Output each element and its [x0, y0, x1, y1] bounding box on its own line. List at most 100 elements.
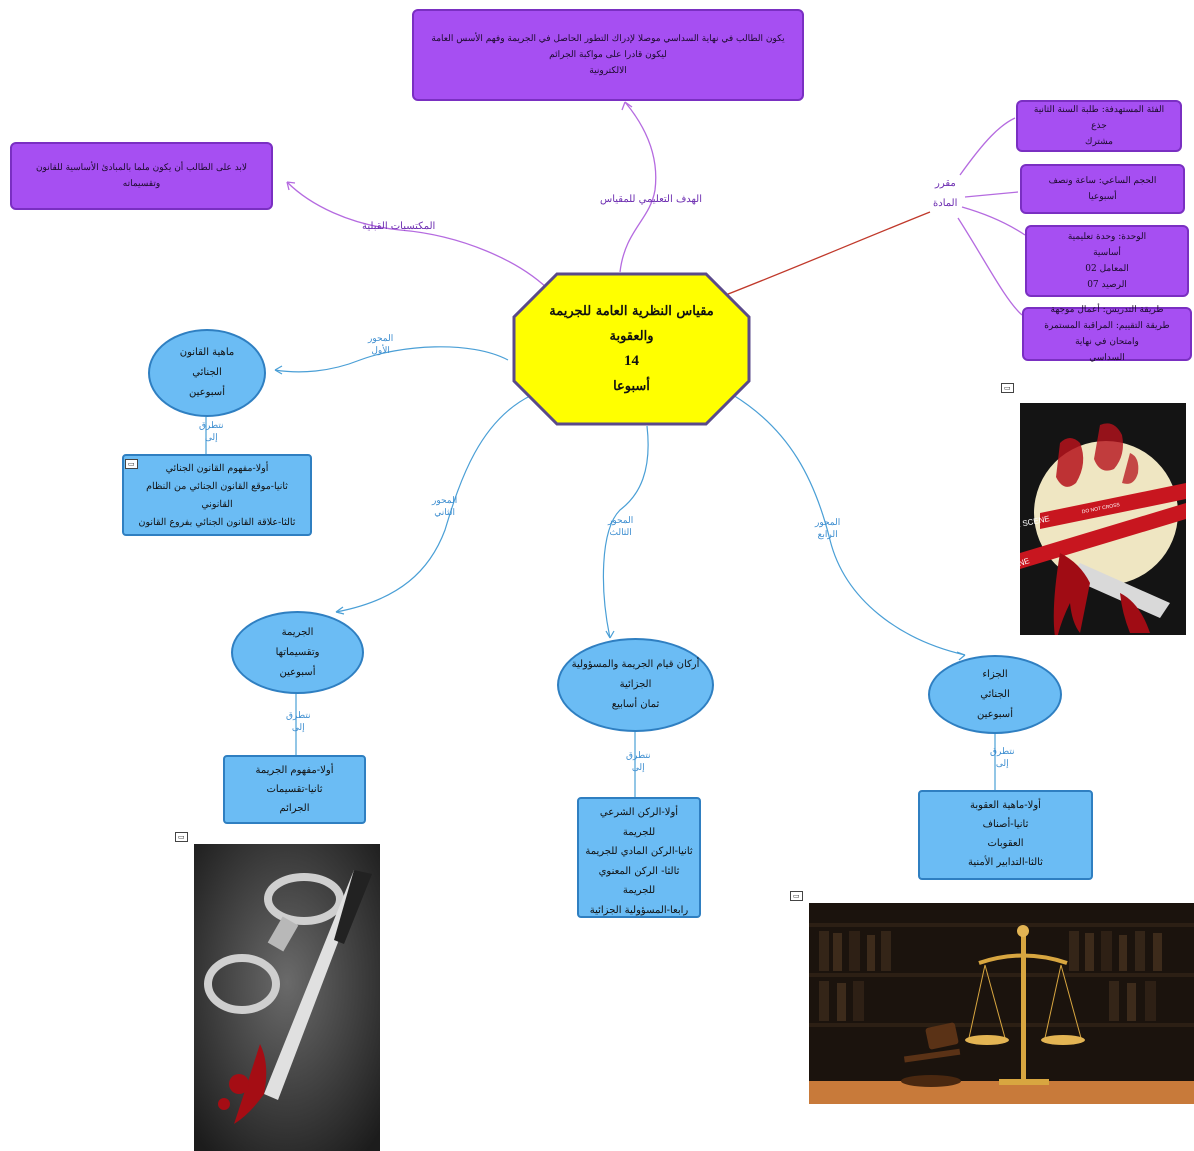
axis2-label-line1: المحور [432, 496, 458, 506]
course-box-target[interactable]: الفئة المستهدفة: طلبة السنة الثانية جذع … [1016, 100, 1182, 152]
axis1-oval-line3: أسبوعين [189, 387, 225, 398]
axis4-item-2b: العقوبات [987, 838, 1024, 849]
handcuffs-knife-illustration [194, 844, 380, 1151]
course-box-target-line1: الفئة المستهدفة: طلبة السنة الثانية جذع [1033, 105, 1165, 131]
axis3-item-1: أولا-الركن الشرعي [599, 807, 679, 818]
axis2-label-line2: الثاني [434, 508, 455, 518]
axis1-item-1: أولا-مفهوم القانون الجنائي [165, 463, 269, 474]
goal-text-line2: الالكترونية [589, 66, 627, 76]
center-weeks-label: أسبوعا [613, 379, 650, 394]
course-box-unit[interactable]: الوحدة: وحدة تعليمية أساسية المعامل 02 ا… [1025, 225, 1189, 297]
axis1-item-2b: القانوني [201, 499, 233, 510]
axis3-link-label: نتطرق إلى [626, 750, 651, 774]
axis2-link-label: نتطرق إلى [286, 710, 311, 734]
axis3-link-line2: إلى [631, 763, 645, 773]
axis3-label-line2: الثالث [609, 528, 632, 538]
handcuffs-knife-image[interactable] [194, 844, 380, 1151]
axis4-item-2: ثانيا-أصناف [982, 819, 1029, 830]
axis2-content-box[interactable]: أولا-مفهوم الجريمة ثانيا-تقسيمات الجرائم [223, 755, 366, 824]
course-box-hours[interactable]: الحجم الساعي: ساعة ونصف أسبوعيا [1020, 164, 1185, 214]
axis1-link-line2: إلى [204, 433, 218, 443]
axis2-oval[interactable]: الجريمة وتقسيماتها أسبوعين [231, 611, 364, 694]
axis4-label-line2: الرابع [817, 530, 838, 540]
axis4-label-line1: المحور [815, 518, 841, 528]
prereq-label: المكتسبات القبلية [362, 221, 436, 232]
axis1-oval[interactable]: ماهية القانون الجنائي أسبوعين [148, 329, 266, 417]
axis4-oval-line2: الجنائي [980, 688, 1010, 700]
axis4-link-line2: إلى [995, 759, 1009, 769]
prereq-box[interactable]: لابد على الطالب أن يكون ملما بالمبادئ ال… [10, 142, 273, 210]
axis3-item-3: ثالثا- الركن المعنوي [598, 865, 680, 877]
axis3-item-3b: للجريمة [622, 885, 656, 896]
axis2-item-1: أولا-مفهوم الجريمة [255, 765, 334, 776]
axis3-label-line1: المحور [608, 516, 634, 526]
course-box-unit-line3: المعامل 02 [1085, 264, 1129, 274]
axis2-oval-line1: الجريمة [281, 626, 314, 638]
axis3-oval-line1: أركان قيام الجريمة والمسؤولية [571, 659, 700, 670]
axis4-item-1: أولا-ماهية العقوبة [970, 800, 1041, 811]
course-box-unit-line1: الوحدة: وحدة تعليمية [1067, 232, 1147, 242]
goal-label: الهدف التعليمي للمقياس [600, 194, 702, 205]
axis1-label-line2: الأول [371, 346, 390, 356]
axis3-oval-line2: الجزائية [619, 679, 652, 690]
crime-scene-illustration: CRIME SCENE DO NOT CROSS CRIME SCENE [1020, 403, 1186, 635]
axis4-oval-line1: الجزاء [982, 668, 1008, 680]
goal-box[interactable]: يكون الطالب في نهاية السداسي موصلا لإدرا… [412, 9, 804, 101]
axis3-item-2: ثانيا-الركن المادي للجريمة [585, 846, 693, 857]
axis3-oval-line3: ثمان أسابيع [611, 699, 660, 710]
axis3-label: المحور الثالث [608, 515, 633, 539]
crime-scene-image[interactable]: CRIME SCENE DO NOT CROSS CRIME SCENE [1020, 403, 1186, 635]
axis1-label: المحور الأول [368, 333, 393, 357]
course-box-unit-line2: أساسية [1093, 248, 1121, 258]
course-box-method[interactable]: طريقة التدريس: أعمال موجهة طريقة التقييم… [1022, 305, 1192, 363]
axis3-item-1b: للجريمة [622, 826, 656, 838]
axis2-link-line2: إلى [291, 723, 305, 733]
knife-image-tag[interactable]: ▭ [175, 832, 188, 842]
axis4-link-label: نتطرق إلى [990, 746, 1015, 770]
axis1-attachment-icon[interactable]: ▭ [125, 459, 138, 469]
course-box-hours-line2: أسبوعيا [1088, 192, 1117, 202]
axis4-content-box[interactable]: أولا-ماهية العقوبة ثانيا-أصناف العقوبات … [918, 790, 1093, 880]
axis1-oval-line2: الجنائي [192, 367, 222, 378]
axis2-item-2: ثانيا-تقسيمات [266, 784, 323, 795]
axis4-label: المحور الرابع [815, 517, 840, 541]
crime-scene-image-tag[interactable]: ▭ [1001, 383, 1014, 393]
axis3-link-line1: نتطرق [626, 751, 651, 761]
axis4-link-line1: نتطرق [990, 747, 1015, 757]
course-label-1: مقرر [935, 178, 956, 189]
axis1-item-3: ثالثا-علاقة القانون الجنائي بفروع القانو… [138, 517, 296, 528]
axis2-oval-line3: أسبوعين [279, 666, 316, 678]
course-label-2: المادة [933, 198, 958, 209]
course-box-target-line2: مشترك [1085, 137, 1113, 147]
prereq-text-line1: لابد على الطالب أن يكون ملما بالمبادئ ال… [35, 163, 248, 173]
axis4-oval[interactable]: الجزاء الجنائي أسبوعين [928, 655, 1062, 734]
axis1-link-label: نتطرق إلى [199, 420, 224, 444]
axis1-oval-line1: ماهية القانون [179, 347, 235, 358]
axis1-label-line1: المحور [368, 334, 394, 344]
axis2-item-2b: الجرائم [279, 803, 310, 814]
axis3-item-4: رابعا-المسؤولية الجزائية [589, 904, 689, 916]
axis3-content-box[interactable]: أولا-الركن الشرعي للجريمة ثانيا-الركن ال… [577, 797, 701, 918]
goal-text-line1: يكون الطالب في نهاية السداسي موصلا لإدرا… [431, 34, 785, 60]
center-weeks-number: 14 [624, 353, 639, 369]
axis2-label: المحور الثاني [432, 495, 457, 519]
justice-image-tag[interactable]: ▭ [790, 891, 803, 901]
axis2-link-line1: نتطرق [286, 711, 311, 721]
axis1-content-box[interactable]: أولا-مفهوم القانون الجنائي ثانيا-موقع ال… [122, 454, 312, 536]
axis2-oval-line2: وتقسيماتها [275, 646, 320, 658]
prereq-text-line2: وتقسيماته [122, 179, 161, 189]
course-box-unit-line4: الرصيد 07 [1087, 280, 1127, 290]
center-topic-node[interactable]: مقياس النظرية العامة للجريمة والعقوبة 14… [512, 272, 751, 426]
course-box-method-line3: السداسي [1089, 353, 1125, 363]
octagon-shape [512, 272, 751, 426]
axis4-item-3: ثالثا-التدابير الأمنية [968, 857, 1043, 868]
course-box-method-line1: طريقة التدريس: أعمال موجهة [1050, 305, 1164, 315]
axis1-item-2: ثانيا-موقع القانون الجنائي من النظام [146, 481, 288, 492]
axis3-oval[interactable]: أركان قيام الجريمة والمسؤولية الجزائية ث… [557, 638, 714, 732]
axis4-oval-line3: أسبوعين [977, 708, 1013, 720]
center-title-line2: والعقوبة [609, 329, 654, 344]
axis1-link-line1: نتطرق [199, 421, 224, 431]
justice-scales-image[interactable] [809, 903, 1194, 1104]
justice-scales-illustration [809, 903, 1194, 1104]
